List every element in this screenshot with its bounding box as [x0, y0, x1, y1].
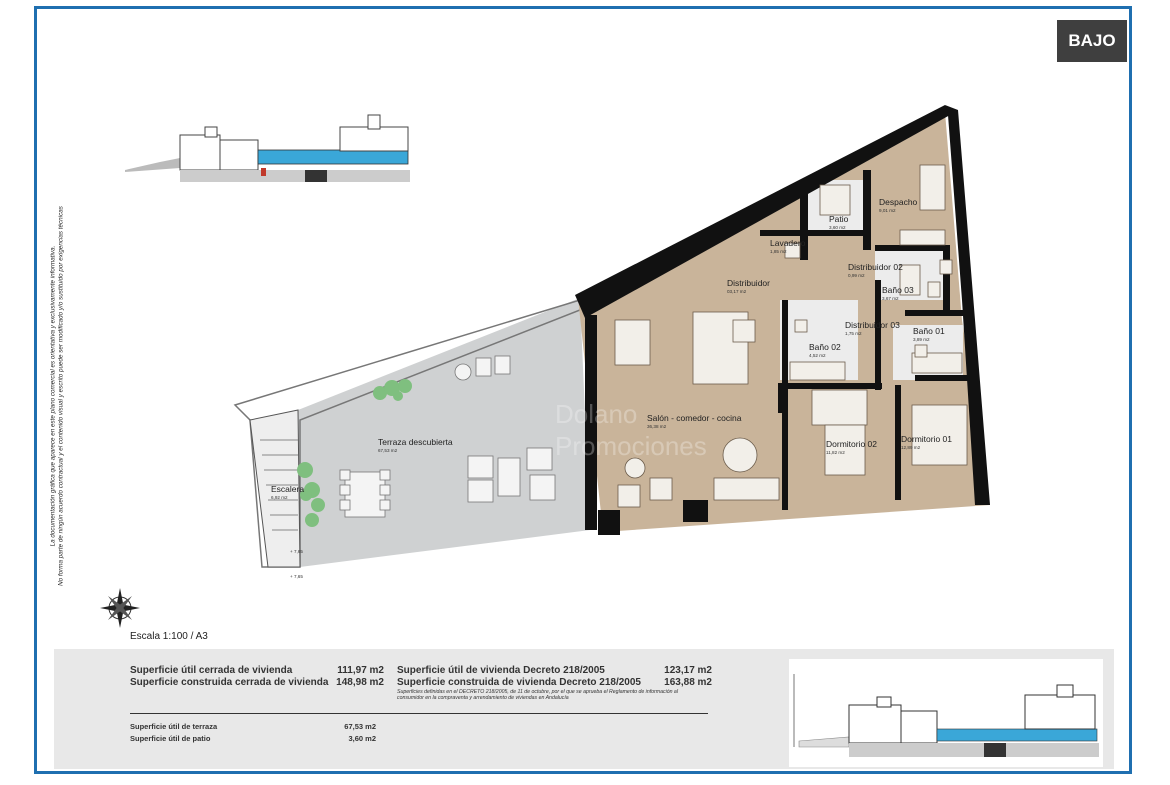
room-area-dormitorio-01: 12,89 m2	[901, 445, 921, 450]
elevation-thumbnail-top	[125, 114, 410, 182]
compass-rose-icon	[100, 588, 140, 628]
floor-badge: BAJO	[1057, 20, 1127, 62]
summary-label-patio: Superficie útil de patio	[130, 734, 211, 743]
room-area-dormitorio-02: 11,82 m2	[826, 450, 845, 455]
summary-value-useful-decree: 123,17 m2	[664, 665, 712, 676]
elevation-thumbnail-bottom	[789, 659, 1103, 767]
summary-value-built-closed: 148,98 m2	[336, 677, 384, 688]
room-name-distribuidor: Distribuidor	[727, 278, 770, 288]
scale-label: Escala 1:100 / A3	[130, 631, 208, 642]
room-area-distribuidor-03: 1,75 m2	[845, 331, 862, 336]
summary-value-built-decree: 163,88 m2	[664, 677, 712, 688]
room-name-bano-03: Baño 03	[882, 285, 914, 295]
room-name-bano-02: Baño 02	[809, 342, 841, 352]
room-name-escalera: Escalera	[271, 484, 304, 494]
room-name-dormitorio-02: Dormitorio 02	[826, 439, 877, 449]
terrace-furniture	[339, 355, 556, 518]
room-name-distribuidor-02: Distribuidor 02	[848, 262, 903, 272]
room-name-bano-01: Baño 01	[913, 326, 945, 336]
terrace-area	[233, 298, 590, 568]
terrace-plants	[297, 379, 412, 527]
room-name-dormitorio-01: Dormitorio 01	[901, 434, 952, 444]
watermark: Dolano Promociones	[555, 399, 707, 461]
summary-value-terrace: 67,53 m2	[344, 722, 376, 731]
summary-value-patio: 3,60 m2	[348, 734, 376, 743]
room-name-terraza: Terraza descubierta	[378, 437, 453, 447]
room-name-patio: Patio	[829, 214, 849, 224]
room-area-patio: 3,60 m2	[829, 225, 846, 230]
summary-label-built-closed: Superficie construida cerrada de viviend…	[130, 677, 329, 688]
room-area-bano-01: 3,89 m2	[913, 337, 930, 342]
room-name-salon: Salón - comedor - cocina	[647, 413, 742, 423]
stairs	[260, 439, 298, 531]
watermark-line1: Dolano	[555, 399, 637, 429]
level-mark-1: + 7,65	[290, 549, 303, 554]
room-area-escalera: 6,92 m2	[271, 495, 288, 500]
room-name-despacho: Despacho	[879, 197, 918, 207]
level-mark-2: + 7,65	[290, 574, 303, 579]
summary-label-terrace: Superficie útil de terraza	[130, 722, 218, 731]
walls	[575, 105, 990, 535]
room-area-terraza: 67,53 m2	[378, 448, 398, 453]
room-area-distribuidor: 03,17 m2	[727, 289, 747, 294]
room-area-salon: 36,38 m2	[647, 424, 667, 429]
decree-note: Superficies definidas en el DECRETO 218/…	[397, 689, 678, 702]
room-area-lavadero: 1,85 m2	[770, 249, 787, 254]
interior-furniture	[614, 164, 968, 508]
watermark-line2: Promociones	[555, 431, 707, 461]
summary-label-built-decree: Superficie construida de vivienda Decret…	[397, 677, 641, 688]
summary-value-useful-closed: 111,97 m2	[337, 665, 384, 676]
summary-label-useful-decree: Superficie útil de vivienda Decreto 218/…	[397, 665, 605, 676]
room-labels: Despacho 9,01 m2 Patio 3,60 m2 Lavadero …	[271, 197, 952, 579]
room-name-lavadero: Lavadero	[770, 238, 806, 248]
summary-label-useful-closed: Superficie útil cerrada de vivienda	[130, 665, 293, 676]
summary-divider	[130, 713, 708, 714]
room-area-bano-02: 4,52 m2	[809, 353, 826, 358]
surface-summary: Superficie útil cerrada de vivienda 111,…	[54, 649, 1114, 769]
room-area-bano-03: 3,67 m2	[882, 296, 899, 301]
room-area-despacho: 9,01 m2	[879, 208, 896, 213]
room-area-distribuidor-02: 0,99 m2	[848, 273, 865, 278]
room-name-distribuidor-03: Distribuidor 03	[845, 320, 900, 330]
